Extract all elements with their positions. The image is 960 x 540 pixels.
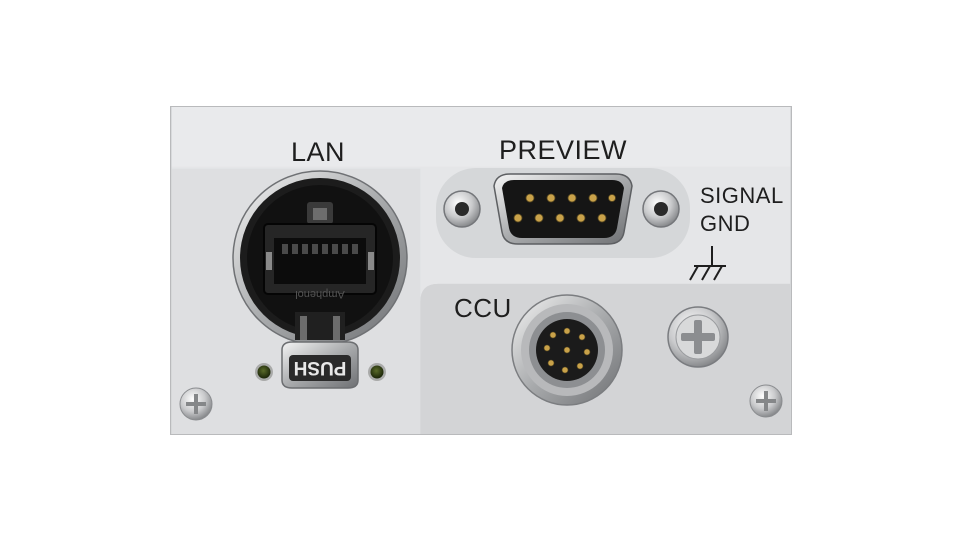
- lan-led-right: [370, 365, 384, 379]
- ground-symbol-icon: [689, 246, 726, 281]
- ccu-label: CCU: [454, 293, 512, 323]
- ccu-port[interactable]: [511, 294, 623, 406]
- preview-port[interactable]: [436, 168, 690, 258]
- preview-label: PREVIEW: [499, 135, 628, 165]
- signal-label-line: SIGNAL: [700, 183, 784, 208]
- signal-gnd-label: SIGNAL GND: [700, 182, 784, 238]
- lan-led-left: [257, 365, 271, 379]
- push-latch-label: PUSH: [294, 357, 347, 378]
- panel-screw-left: [179, 387, 213, 421]
- amphenol-brand-text: Amphenol: [295, 288, 345, 300]
- lan-label: LAN: [291, 137, 346, 167]
- ground-terminal-screw[interactable]: [667, 306, 729, 368]
- push-latch-button[interactable]: [281, 341, 359, 389]
- lan-port[interactable]: [232, 170, 408, 346]
- gnd-label-line: GND: [700, 211, 751, 236]
- panel-screw-right: [749, 384, 783, 418]
